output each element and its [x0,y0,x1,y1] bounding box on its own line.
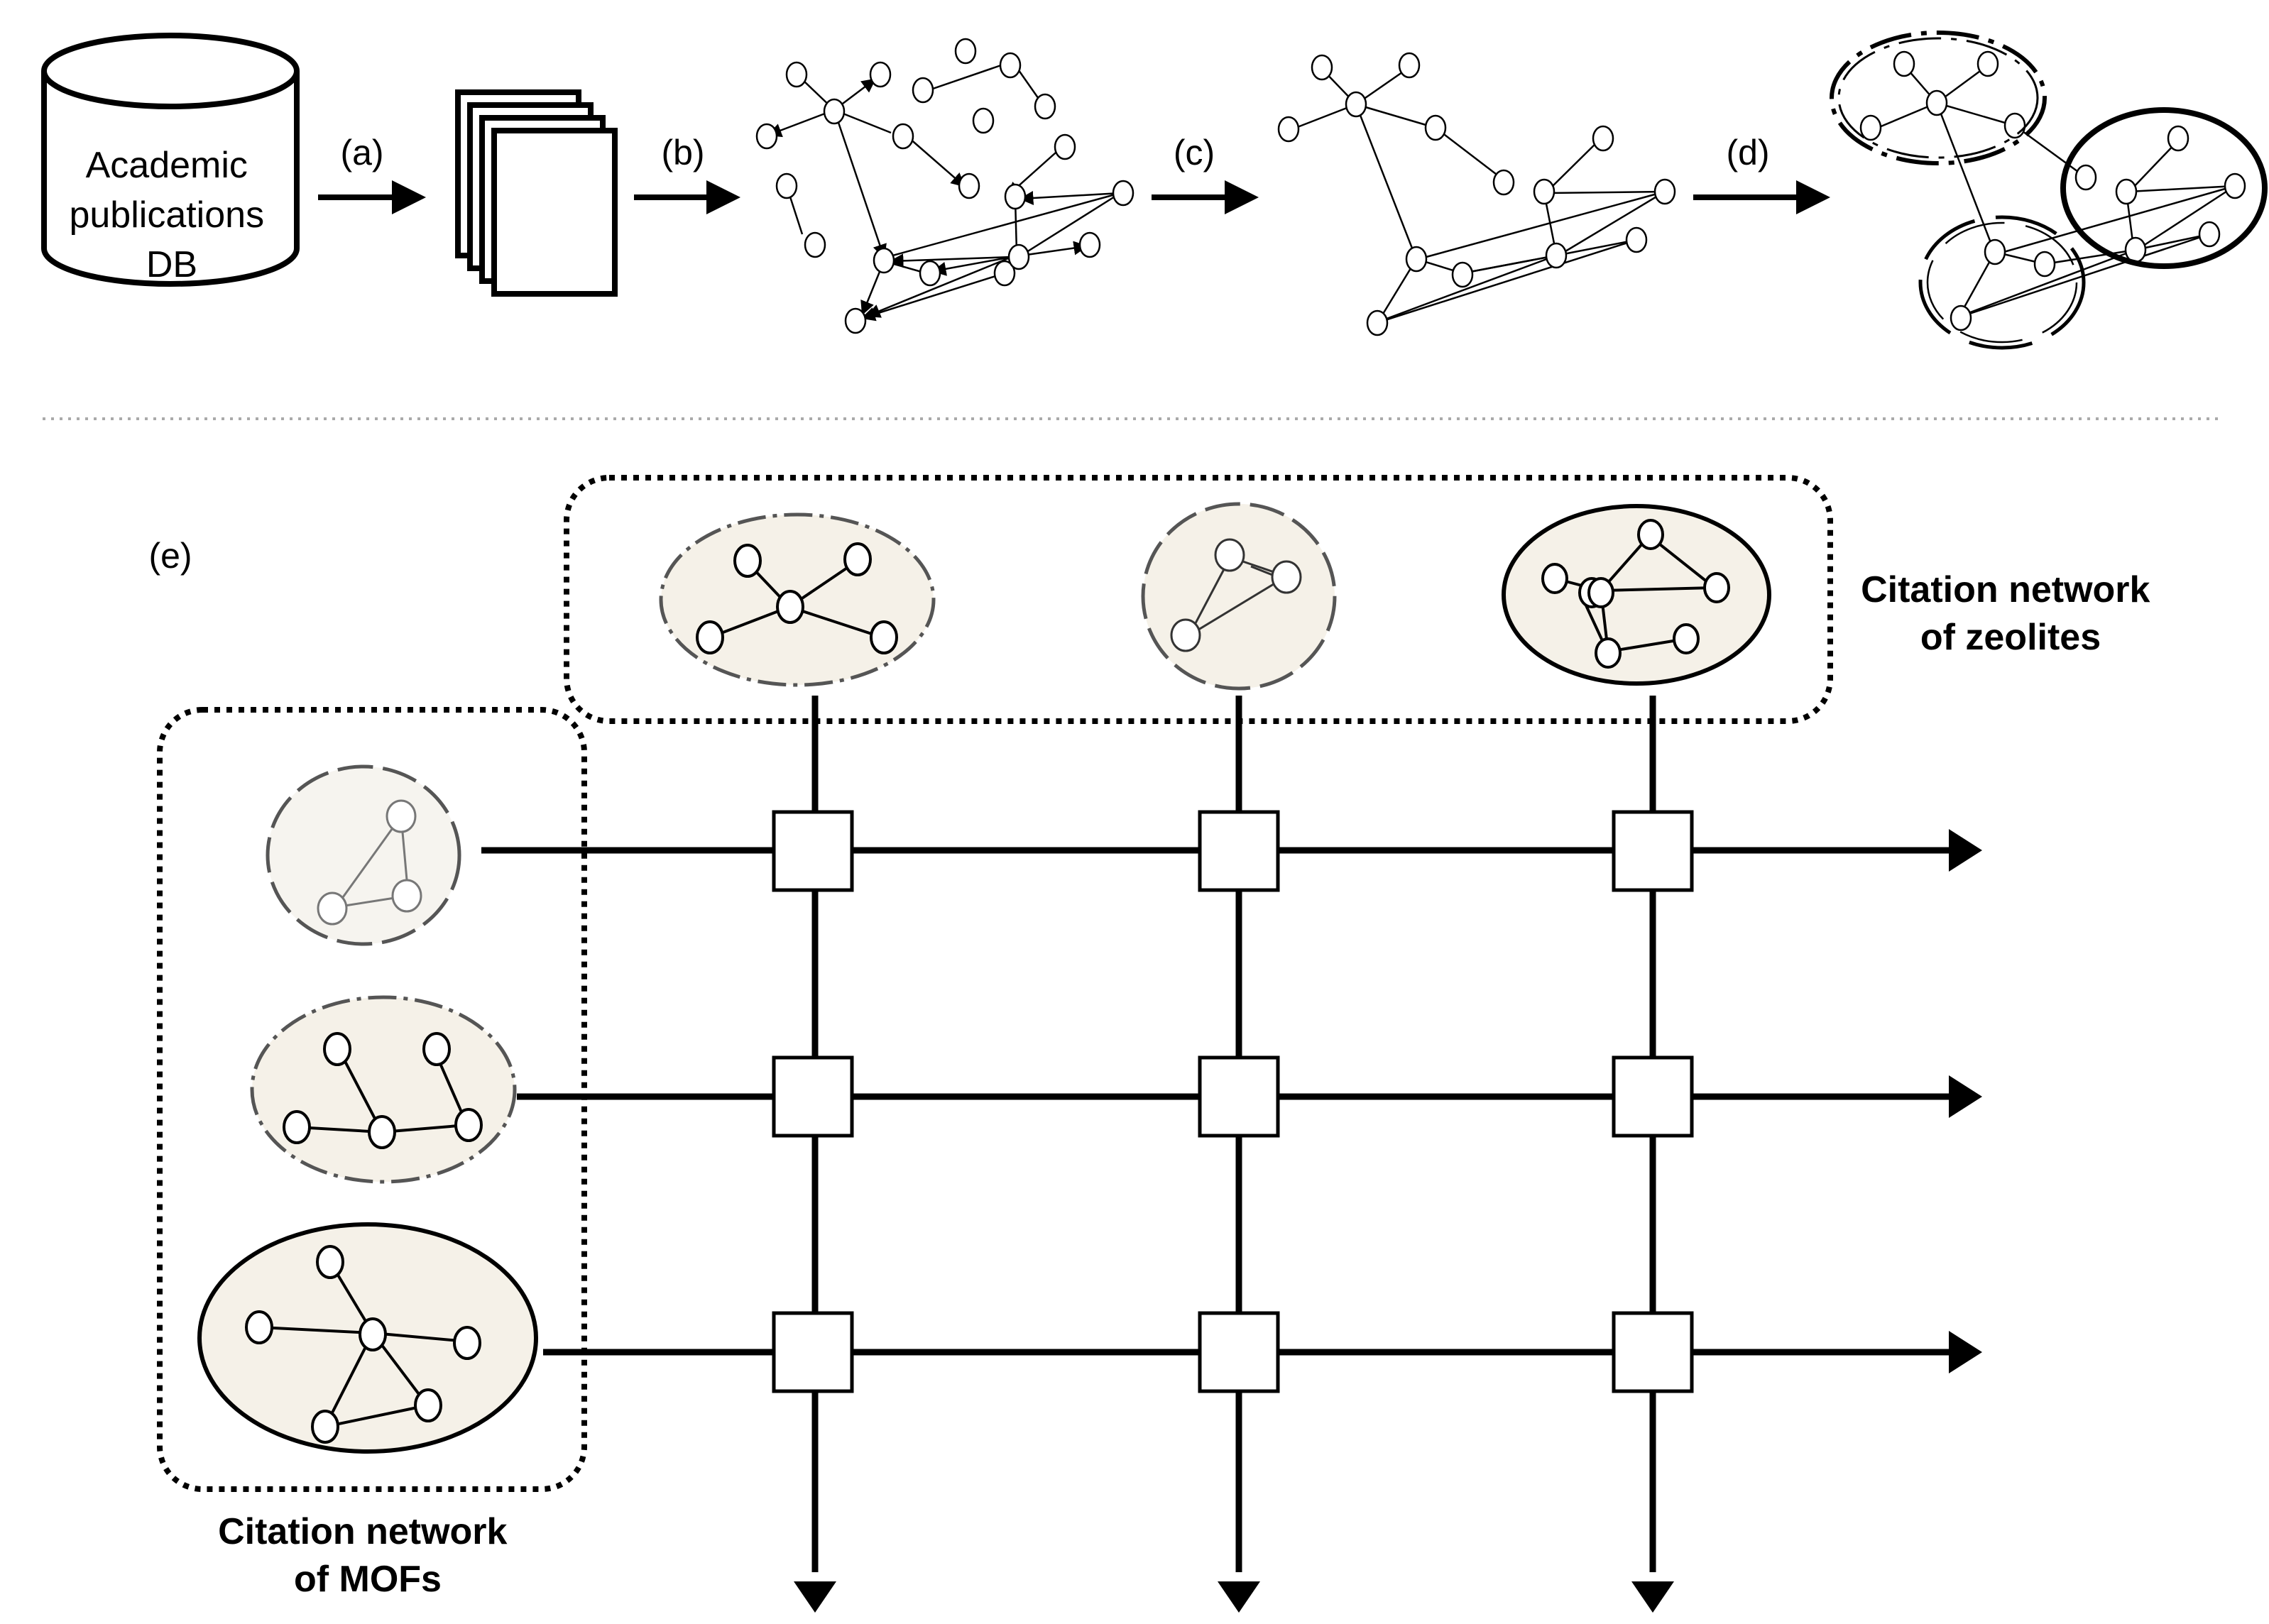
database-label-line-1: Academic [86,145,248,186]
intersection-r2-c2 [1198,1055,1280,1138]
intersection-r1-c2 [1198,810,1280,892]
mof-container [157,707,587,1492]
undirected-graph-nodes [1277,52,1676,336]
intersection-r3-c1 [772,1311,854,1393]
step-label-c: (c) [1174,133,1215,172]
document-stack [455,89,618,297]
database-label-line-2: publications [69,194,264,236]
intersection-r1-c3 [1612,810,1694,892]
row-arrowhead-3 [1949,1331,1982,1373]
mof-cluster-2 [250,995,517,1184]
database-label-line-3: DB [146,244,197,285]
column-arrowhead-3 [1631,1581,1674,1613]
column-arrowhead-2 [1218,1581,1260,1613]
matrix-arrowheads [794,829,1982,1613]
database-cylinder [41,33,300,287]
mof-cluster-3 [197,1222,538,1454]
cluster-outline-dashdot [1830,31,2047,165]
row-arrowhead-2 [1949,1075,1982,1118]
zeolite-network-label: Citation network of zeolites [1861,569,2160,658]
cluster-outline-dashed [1918,215,2086,350]
cluster-outline-solid [2060,107,2268,269]
intersection-r2-c3 [1612,1055,1694,1138]
clustered-graph-nodes [1859,50,2246,331]
zeolite-label-line-1: Citation network [1861,569,2150,610]
directed-citation-graph [767,64,1121,322]
database-label: Academic publications DB [69,145,274,285]
row-arrowhead-1 [1949,829,1982,872]
step-label-a: (a) [340,133,383,172]
mof-label-line-2: of MOFs [294,1559,442,1600]
step-label-b: (b) [661,133,704,172]
column-arrowhead-1 [794,1581,836,1613]
intersection-r1-c1 [772,810,854,892]
zeolite-cluster-2 [1141,502,1337,691]
zeolite-cluster-3 [1502,504,1771,686]
panel-label-e: (e) [148,536,192,576]
directed-graph-nodes [755,38,1134,334]
intersection-r3-c2 [1198,1311,1280,1393]
zeolite-cluster-1 [659,512,936,687]
zeolite-label-line-2: of zeolites [1920,617,2101,658]
step-label-d: (d) [1726,133,1769,172]
intersection-squares [772,810,1694,1393]
mof-cluster-1 [266,764,461,946]
mof-network-label: Citation network of MOFs [218,1511,518,1600]
undirected-citation-graph [1291,66,1666,322]
intersection-r2-c1 [772,1055,854,1138]
intersection-r3-c3 [1612,1311,1694,1393]
mof-label-line-1: Citation network [218,1511,507,1552]
